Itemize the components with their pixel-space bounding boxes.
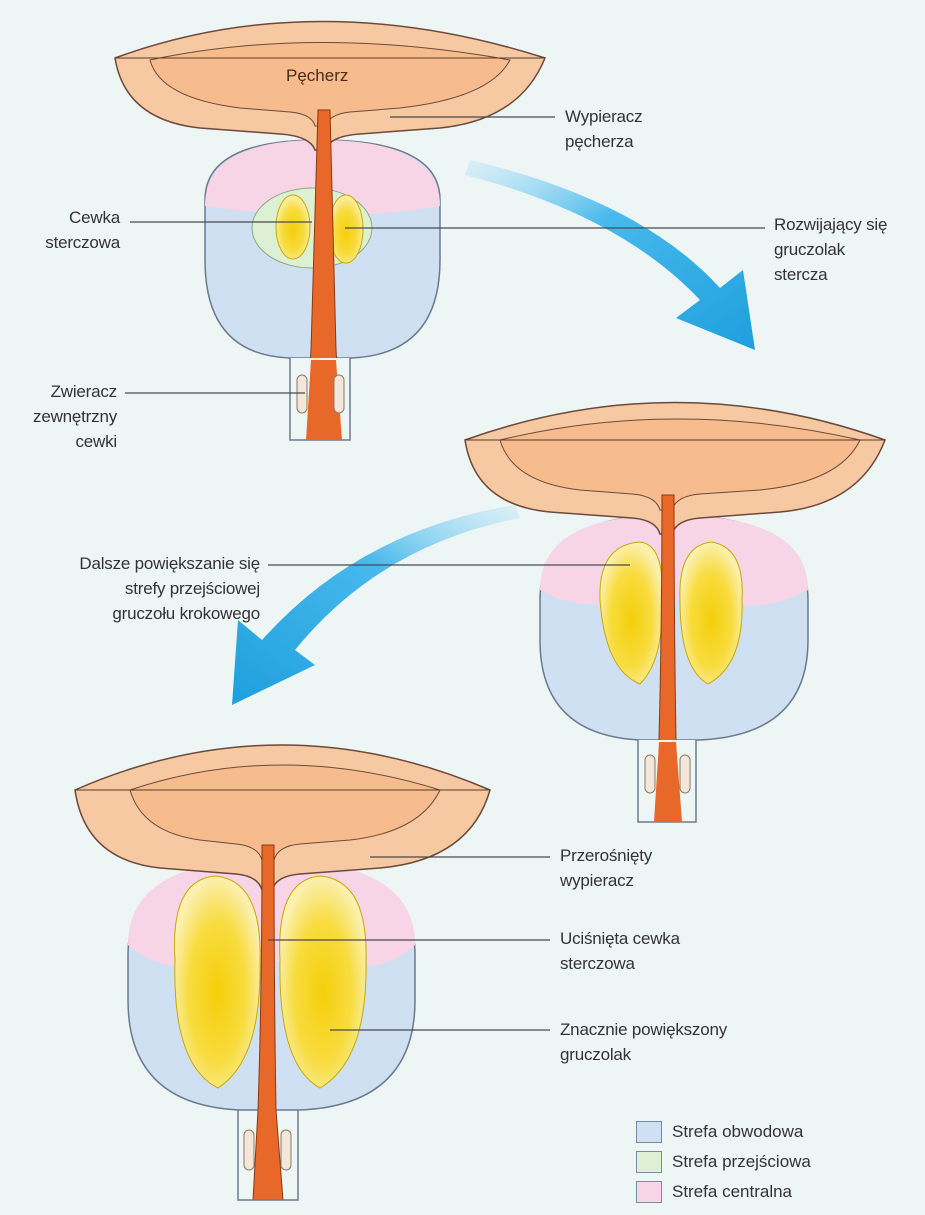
label-compressed-urethra-line-1: Uciśnięta cewka xyxy=(560,926,680,951)
label-further-enlargement-line-3: gruczołu krokowego xyxy=(15,601,260,626)
label-further-enlargement: Dalsze powiększanie się strefy przejścio… xyxy=(15,551,260,626)
label-compressed-urethra: Uciśnięta cewka sterczowa xyxy=(560,926,680,976)
label-enlarged-adenoma: Znacznie powiększony gruczolak xyxy=(560,1017,727,1067)
label-detrusor: Wypieracz pęcherza xyxy=(565,104,642,154)
stage-3 xyxy=(75,745,490,1200)
legend-swatch-central xyxy=(636,1181,662,1203)
label-developing-adenoma-line-2: gruczolak xyxy=(774,237,887,262)
bladder-stage-3 xyxy=(75,745,490,890)
label-developing-adenoma: Rozwijający się gruczolak stercza xyxy=(774,212,887,287)
label-detrusor-line-2: pęcherza xyxy=(565,129,642,154)
label-developing-adenoma-line-1: Rozwijający się xyxy=(774,212,887,237)
label-detrusor-line-1: Wypieracz xyxy=(565,104,642,129)
label-further-enlargement-line-1: Dalsze powiększanie się xyxy=(15,551,260,576)
label-overgrown-detrusor: Przerośnięty wypieracz xyxy=(560,843,652,893)
label-external-sphincter-line-2: zewnętrzny xyxy=(5,404,117,429)
sphincter-stage-2 xyxy=(638,740,696,822)
label-external-sphincter-line-3: cewki xyxy=(5,429,117,454)
bladder-label: Pęcherz xyxy=(286,66,348,86)
legend-item-central: Strefa centralna xyxy=(636,1177,876,1207)
sphincter-stage-1 xyxy=(290,358,350,440)
legend-item-transition: Strefa przejściowa xyxy=(636,1147,876,1177)
label-further-enlargement-line-2: strefy przejściowej xyxy=(15,576,260,601)
bladder-stage-2 xyxy=(465,403,885,535)
label-enlarged-adenoma-line-2: gruczolak xyxy=(560,1042,727,1067)
legend-label-transition: Strefa przejściowa xyxy=(672,1152,811,1172)
label-enlarged-adenoma-line-1: Znacznie powiększony xyxy=(560,1017,727,1042)
arrow-stage-1-to-2 xyxy=(465,160,755,350)
legend-swatch-peripheral xyxy=(636,1121,662,1143)
label-developing-adenoma-line-3: stercza xyxy=(774,262,887,287)
label-overgrown-detrusor-line-2: wypieracz xyxy=(560,868,652,893)
legend-label-peripheral: Strefa obwodowa xyxy=(672,1122,803,1142)
label-prostatic-urethra-line-2: sterczowa xyxy=(20,230,120,255)
label-compressed-urethra-line-2: sterczowa xyxy=(560,951,680,976)
stage-2 xyxy=(465,403,885,823)
label-prostatic-urethra-line-1: Cewka xyxy=(20,205,120,230)
label-overgrown-detrusor-line-1: Przerośnięty xyxy=(560,843,652,868)
legend-swatch-transition xyxy=(636,1151,662,1173)
arrow-stage-2-to-3 xyxy=(232,505,520,705)
legend-label-central: Strefa centralna xyxy=(672,1182,792,1202)
legend: Strefa obwodowa Strefa przejściowa Stref… xyxy=(636,1117,876,1207)
legend-item-peripheral: Strefa obwodowa xyxy=(636,1117,876,1147)
label-external-sphincter-line-1: Zwieracz xyxy=(5,379,117,404)
label-external-sphincter: Zwieracz zewnętrzny cewki xyxy=(5,379,117,454)
label-prostatic-urethra: Cewka sterczowa xyxy=(20,205,120,255)
